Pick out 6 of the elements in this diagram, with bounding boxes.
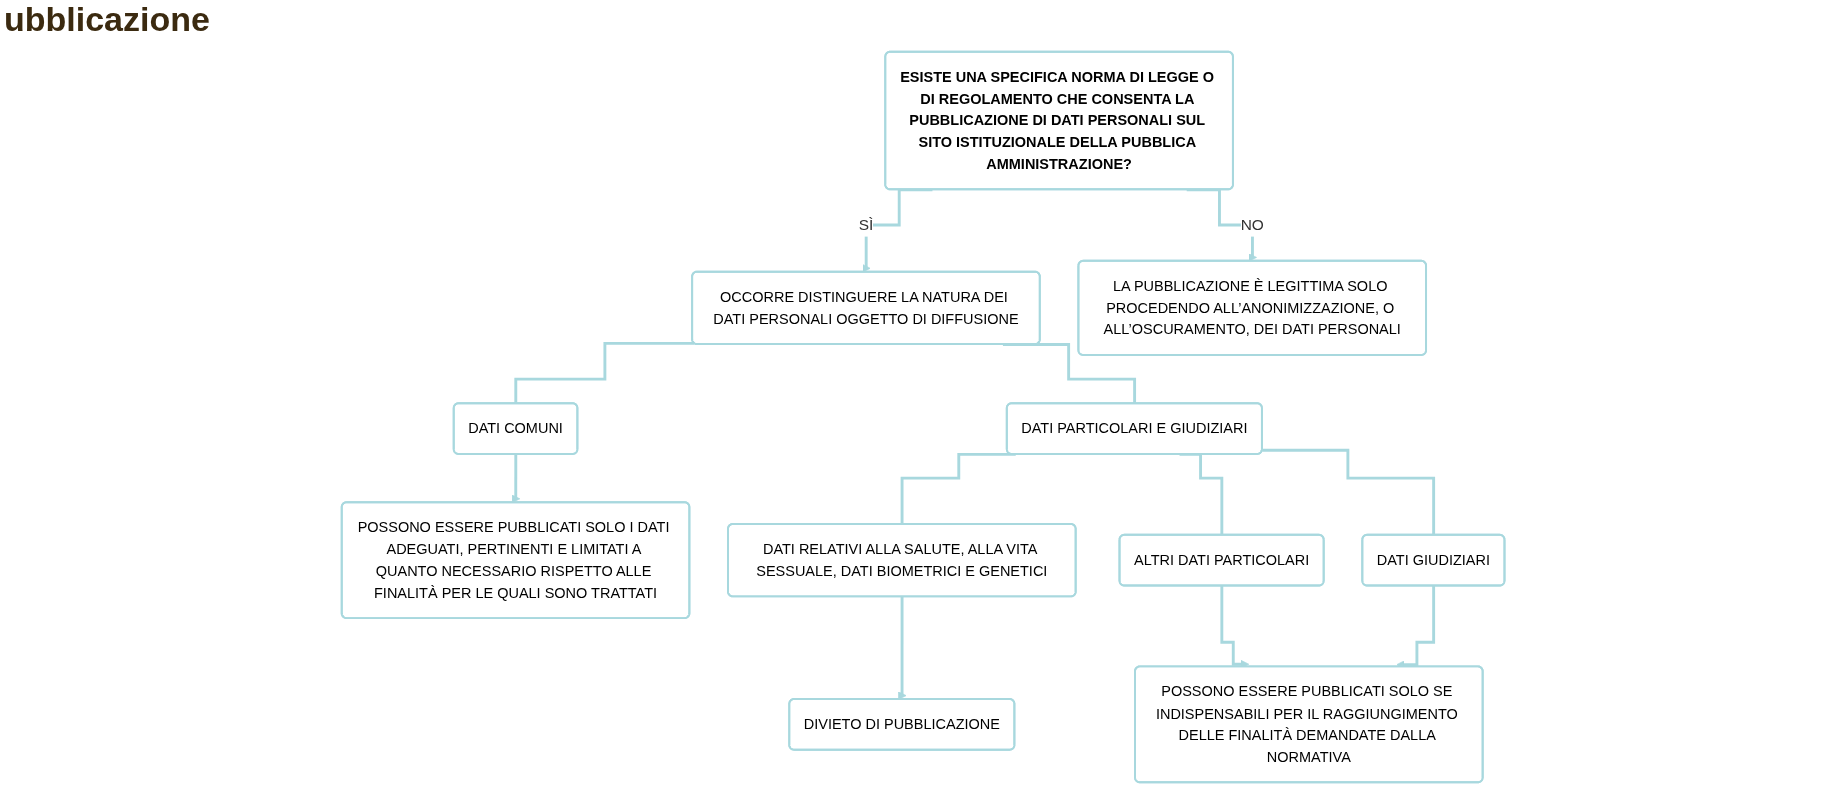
- arrow: [862, 188, 933, 273]
- edge-label: NO: [1241, 216, 1265, 233]
- arrow: [512, 452, 521, 504]
- edge-label: SÌ: [859, 216, 874, 233]
- title: ubblicazione: [4, 0, 210, 39]
- arrow: [898, 595, 907, 700]
